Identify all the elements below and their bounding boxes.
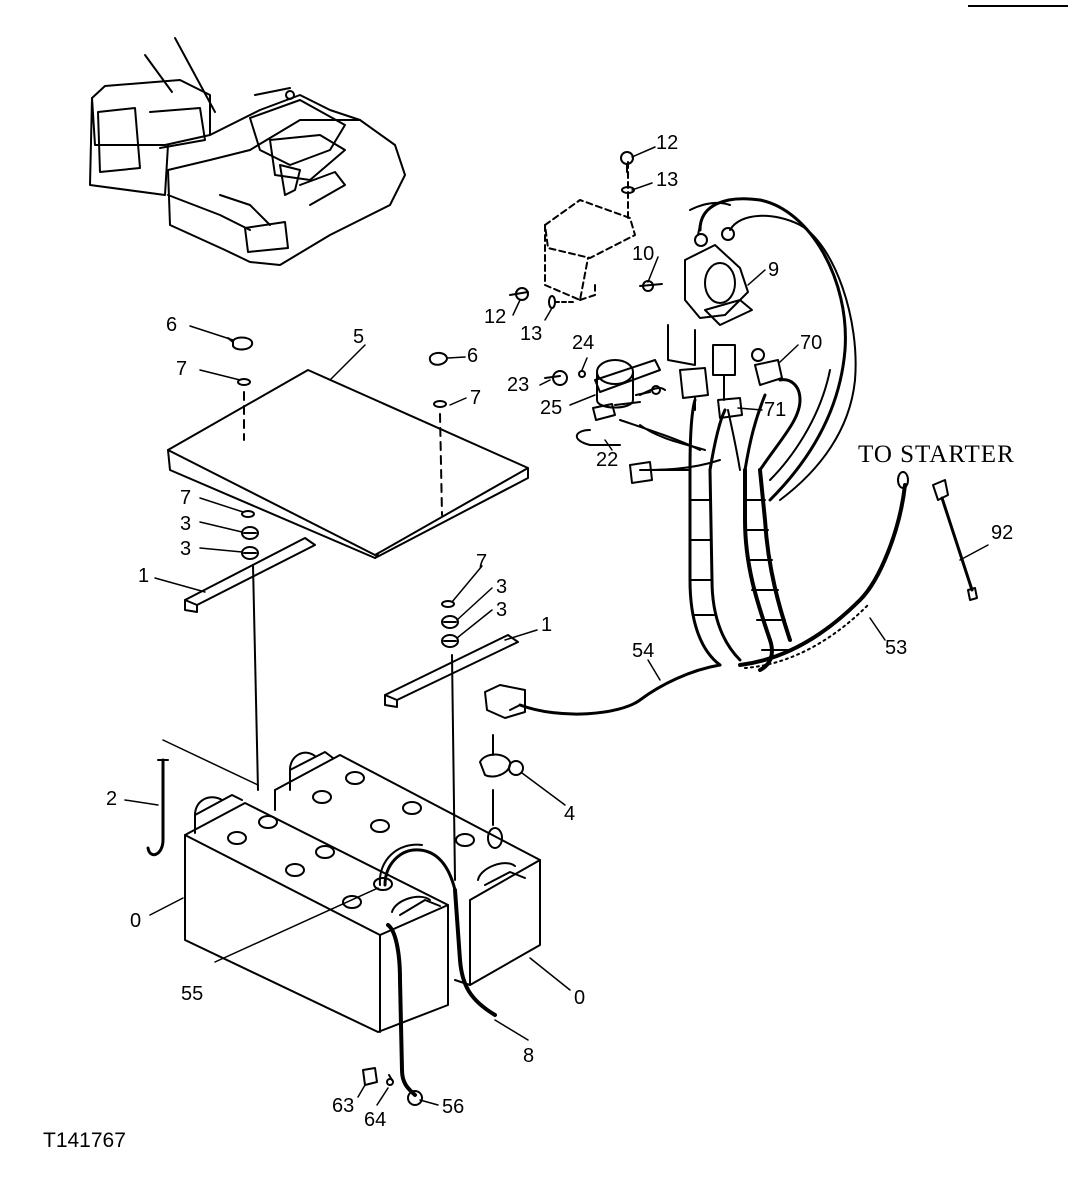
- battery-relay: [544, 359, 661, 421]
- callout-7-mid-right: 7: [476, 551, 488, 573]
- callout-13-lower: 13: [520, 323, 543, 345]
- callout-12-lower: 12: [484, 306, 507, 328]
- callout-0-rear: 0: [574, 987, 586, 1009]
- leader-lines: [124, 146, 989, 1106]
- callout-5: 5: [353, 326, 365, 348]
- to-starter-caption: TO STARTER: [858, 441, 1015, 468]
- relay-bracket: [509, 151, 636, 309]
- callout-7-mid-left: 7: [180, 487, 192, 509]
- callout-3-left-a: 3: [180, 513, 192, 535]
- wire-harness: [484, 197, 909, 719]
- corner-rule: [968, 0, 1068, 7]
- callout-63: 63: [332, 1095, 355, 1117]
- batteries: [184, 751, 541, 1106]
- callout-13: 13: [656, 169, 679, 191]
- callout-25: 25: [540, 397, 563, 419]
- callout-10: 10: [632, 243, 655, 265]
- callout-12: 12: [656, 132, 679, 154]
- callout-56: 56: [442, 1096, 465, 1118]
- callout-7-top-right: 7: [470, 387, 482, 409]
- callout-1-left: 1: [138, 565, 150, 587]
- callout-3-left-b: 3: [180, 538, 192, 560]
- callout-71: 71: [764, 399, 787, 421]
- starter-relay: [639, 224, 753, 366]
- cable-92: [932, 479, 978, 601]
- callout-4: 4: [564, 803, 576, 825]
- callout-7-top-left: 7: [176, 358, 188, 380]
- excavator-overview: [89, 37, 406, 266]
- callout-0-front: 0: [130, 910, 142, 932]
- hardware-right: [384, 352, 519, 881]
- callout-9: 9: [768, 259, 780, 281]
- figure-id: T141767: [43, 1129, 126, 1152]
- callout-23: 23: [507, 374, 530, 396]
- callout-2: 2: [106, 788, 118, 810]
- callout-6-left: 6: [166, 314, 178, 336]
- terminal-clamp: [479, 734, 524, 849]
- hardware-left: [146, 336, 316, 857]
- callout-3-right-b: 3: [496, 599, 508, 621]
- callout-53: 53: [885, 637, 908, 659]
- callout-55: 55: [181, 983, 204, 1005]
- battery-cover: [167, 369, 529, 559]
- callout-64: 64: [364, 1109, 387, 1131]
- callout-3-right-a: 3: [496, 576, 508, 598]
- callout-22: 22: [596, 449, 619, 471]
- callout-70: 70: [800, 332, 823, 354]
- callout-92: 92: [991, 522, 1014, 544]
- callout-54: 54: [632, 640, 655, 662]
- callout-6-right: 6: [467, 345, 479, 367]
- callout-8: 8: [523, 1045, 535, 1067]
- callout-1-right: 1: [541, 614, 553, 636]
- callout-24: 24: [572, 332, 595, 354]
